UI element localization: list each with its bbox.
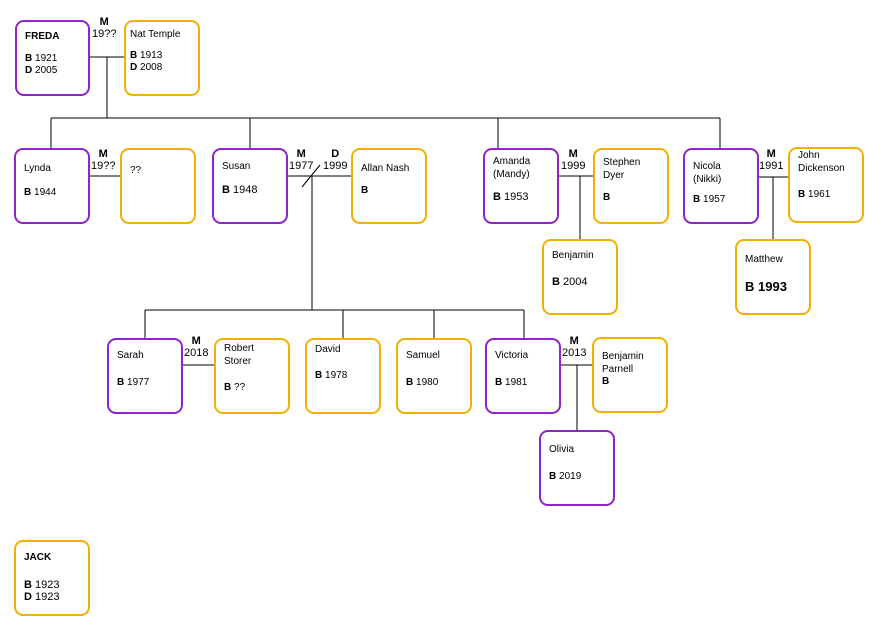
death-year: 1923 (35, 591, 60, 603)
person-sarah[interactable]: Sarah B 1977 (107, 338, 183, 414)
birth-year: 2019 (559, 471, 582, 482)
person-robert-storer[interactable]: Robert Storer B ?? (214, 338, 290, 414)
person-unknown-spouse[interactable]: ?? (120, 148, 196, 224)
birth-year: 1953 (504, 191, 529, 203)
person-stephen-dyer[interactable]: Stephen Dyer B (593, 148, 669, 224)
person-name: Stephen Dyer (603, 157, 641, 181)
person-name: Benjamin (552, 250, 594, 261)
person-name: ?? (130, 165, 142, 176)
birth-year: 1981 (505, 377, 528, 388)
person-name: Lynda (24, 163, 51, 174)
birth-year: 1980 (416, 377, 439, 388)
birth-year: 1978 (325, 370, 348, 381)
person-amanda[interactable]: Amanda (Mandy) B 1953 (483, 148, 559, 224)
person-name: John Dickenson (798, 150, 845, 174)
person-name: David (315, 344, 341, 355)
death-year: 2005 (35, 65, 58, 76)
divorce-slash (301, 164, 321, 188)
person-name: Sarah (117, 350, 144, 361)
person-name: Nicola (Nikki) (693, 161, 722, 185)
person-name: Allan Nash (361, 163, 410, 174)
person-olivia[interactable]: Olivia B 2019 (539, 430, 615, 506)
person-name: Victoria (495, 350, 529, 361)
person-susan[interactable]: Susan B 1948 (212, 148, 288, 224)
person-matthew[interactable]: Matthew B 1993 (735, 239, 811, 315)
person-lynda[interactable]: Lynda B 1944 (14, 148, 90, 224)
person-name: JACK (24, 552, 52, 563)
person-name: Matthew (745, 254, 783, 265)
death-year: 2008 (140, 62, 163, 73)
person-freda[interactable]: FREDA B 1921 D 2005 (15, 20, 90, 96)
person-name: Amanda (Mandy) (493, 156, 531, 180)
birth-year: ?? (234, 382, 246, 393)
person-name: Robert Storer (224, 343, 255, 367)
person-name: Benjamin Parnell (602, 351, 644, 375)
birth-year: 1921 (35, 53, 58, 64)
birth-year: 1948 (233, 184, 258, 196)
person-name: Olivia (549, 444, 575, 455)
person-samuel[interactable]: Samuel B 1980 (396, 338, 472, 414)
birth-year: 1944 (34, 187, 57, 198)
person-nicola[interactable]: Nicola (Nikki) B 1957 (683, 148, 759, 224)
person-name: Nat Temple (130, 29, 181, 40)
person-benjamin-parnell[interactable]: Benjamin Parnell B (592, 337, 668, 413)
birth-year: 1961 (808, 189, 831, 200)
person-name: Samuel (406, 350, 440, 361)
person-victoria[interactable]: Victoria B 1981 (485, 338, 561, 414)
person-benjamin[interactable]: Benjamin B 2004 (542, 239, 618, 315)
birth-year: 1957 (703, 194, 726, 205)
person-name: Susan (222, 161, 251, 172)
person-david[interactable]: David B 1978 (305, 338, 381, 414)
birth-year: 1913 (140, 50, 163, 61)
birth-year: 1923 (35, 579, 60, 591)
birth-year: 1977 (127, 377, 150, 388)
person-john-dickenson[interactable]: John Dickenson B 1961 (788, 147, 864, 223)
birth-year: 1993 (758, 279, 787, 294)
person-name: FREDA (25, 31, 60, 42)
person-allan-nash[interactable]: Allan Nash B (351, 148, 427, 224)
person-nat-temple[interactable]: Nat Temple B 1913 D 2008 (124, 20, 200, 96)
birth-year: 2004 (563, 276, 588, 288)
person-jack[interactable]: JACK B 1923 D 1923 (14, 540, 90, 616)
